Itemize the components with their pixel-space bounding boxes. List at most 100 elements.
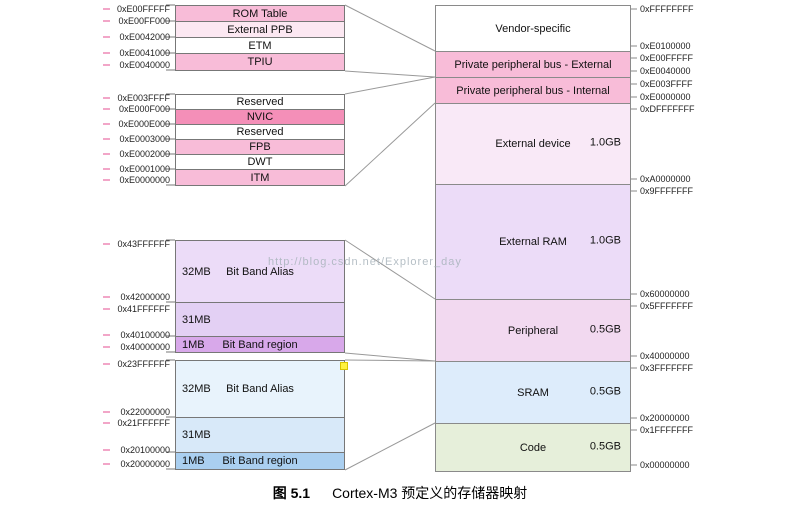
region-label: Vendor-specific: [495, 22, 571, 35]
address-label: 0xE00FFFFF: [640, 53, 694, 63]
row-tpiu: TPIU: [176, 54, 344, 70]
row-label: Reserved: [236, 126, 284, 138]
row-bitband-region: 1MB Bit Band region: [176, 337, 344, 352]
row-label: External PPB: [227, 23, 293, 36]
row-external-ppb: External PPB: [176, 22, 344, 38]
region-vendor-specific: Vendor-specific: [436, 6, 630, 52]
row-reserved-31mb: 31MB: [176, 418, 344, 453]
address-label: 0x3FFFFFFF: [640, 363, 693, 373]
row-label: Bit Band region: [222, 338, 298, 351]
row-itm: ITM: [176, 170, 344, 185]
address-label: 0x42000000: [92, 292, 170, 302]
address-label: 0x60000000: [640, 289, 690, 299]
row-size: 32MB: [182, 383, 211, 395]
row-label: ITM: [250, 171, 270, 184]
row-label: Bit Band Alias: [226, 265, 294, 278]
region-label: Code: [519, 441, 547, 454]
region-ppb-external: Private peripheral bus - External: [436, 52, 630, 78]
row-dwt: DWT: [176, 155, 344, 170]
zoom-connector-lines: [344, 4, 436, 471]
address-label: 0x20100000: [92, 445, 170, 455]
row-label: ETM: [248, 39, 272, 52]
row-bitband-alias: 32MB Bit Band Alias: [176, 241, 344, 303]
address-label: 0xE0041000: [92, 48, 170, 58]
ppb-internal-detail-table: Reserved NVIC Reserved FPB DWT ITM: [175, 94, 345, 186]
address-label: 0x20000000: [640, 413, 690, 423]
highlight-marker: [340, 362, 348, 370]
address-label: 0xFFFFFFFF: [640, 4, 694, 14]
region-label: Peripheral: [507, 324, 559, 337]
address-label: 0x1FFFFFFF: [640, 425, 693, 435]
region-ppb-internal: Private peripheral bus - Internal: [436, 78, 630, 104]
row-label: ROM Table: [232, 7, 288, 20]
row-label: FPB: [249, 141, 271, 153]
watermark: http://blog.csdn.net/Explorer_day: [268, 256, 462, 268]
address-label: 0xE0040000: [640, 66, 691, 76]
memory-map-table: Vendor-specific Private peripheral bus -…: [435, 5, 631, 472]
region-label: Private peripheral bus - External: [454, 58, 612, 71]
region-label: Private peripheral bus - Internal: [456, 84, 610, 97]
address-label: 0x40100000: [92, 330, 170, 340]
address-label: 0xE0001000: [92, 164, 170, 174]
address-label: 0xE000F000: [92, 104, 170, 114]
region-label: External device: [495, 138, 571, 150]
peripheral-bitband-table: 32MB Bit Band Alias 31MB 1MB Bit Band re…: [175, 240, 345, 353]
address-label: 0x9FFFFFFF: [640, 186, 693, 196]
address-label: 0xE0000000: [640, 92, 691, 102]
address-label: 0xE00FF000: [92, 16, 170, 26]
region-external-device: External device 1.0GB: [436, 104, 630, 185]
row-reserved: Reserved: [176, 125, 344, 140]
region-size: 1.0GB: [589, 136, 621, 149]
row-bitband-alias: 32MB Bit Band Alias: [176, 361, 344, 418]
row-nvic: NVIC: [176, 110, 344, 125]
row-label: TPIU: [247, 56, 273, 68]
row-reserved: Reserved: [176, 95, 344, 110]
region-size: 1.0GB: [589, 234, 621, 247]
address-label: 0xE003FFFF: [92, 93, 170, 103]
address-label: 0x21FFFFFF: [92, 418, 170, 428]
address-label: 0xDFFFFFFF: [640, 104, 695, 114]
address-label: 0xA0000000: [640, 174, 691, 184]
region-label: External RAM: [499, 236, 567, 248]
address-label: 0x40000000: [640, 351, 690, 361]
row-size: 32MB: [182, 265, 211, 278]
region-sram: SRAM 0.5GB: [436, 362, 630, 424]
address-label: 0xE0000000: [92, 175, 170, 185]
row-size: 31MB: [182, 313, 211, 326]
row-reserved-31mb: 31MB: [176, 303, 344, 337]
address-label: 0xE0100000: [640, 41, 691, 51]
region-size: 0.5GB: [589, 440, 621, 453]
row-fpb: FPB: [176, 140, 344, 155]
address-label: 0x20000000: [92, 459, 170, 469]
row-label: DWT: [247, 156, 273, 168]
address-label: 0xE00FFFFF: [92, 4, 170, 14]
left-tick-marks: [166, 4, 175, 470]
address-label: 0xE0042000: [92, 32, 170, 42]
address-label: 0x41FFFFFF: [92, 304, 170, 314]
address-label: 0x23FFFFFF: [92, 359, 170, 369]
address-label: 0xE000E000: [92, 119, 170, 129]
row-label: Reserved: [236, 96, 284, 108]
figure-number: 图 5.1: [272, 485, 311, 501]
row-rom-table: ROM Table: [176, 6, 344, 22]
figure-title: Cortex-M3 预定义的存储器映射: [332, 485, 528, 501]
row-label: Bit Band region: [222, 455, 298, 467]
row-size: 31MB: [182, 429, 211, 441]
region-external-ram: External RAM 1.0GB: [436, 185, 630, 300]
region-size: 0.5GB: [589, 323, 621, 336]
row-etm: ETM: [176, 38, 344, 54]
row-size: 1MB: [182, 455, 205, 467]
region-peripheral: Peripheral 0.5GB: [436, 300, 630, 362]
region-code: Code 0.5GB: [436, 424, 630, 471]
address-label: 0xE0002000: [92, 149, 170, 159]
row-label: Bit Band Alias: [226, 383, 294, 395]
address-label: 0x43FFFFFF: [92, 239, 170, 249]
address-label: 0x00000000: [640, 460, 690, 470]
row-bitband-region: 1MB Bit Band region: [176, 453, 344, 469]
ppb-external-detail-table: ROM Table External PPB ETM TPIU: [175, 5, 345, 71]
figure-caption: 图 5.1 Cortex-M3 预定义的存储器映射: [0, 483, 800, 503]
address-label: 0x5FFFFFFF: [640, 301, 693, 311]
address-label: 0xE0003000: [92, 134, 170, 144]
sram-bitband-table: 32MB Bit Band Alias 31MB 1MB Bit Band re…: [175, 360, 345, 470]
